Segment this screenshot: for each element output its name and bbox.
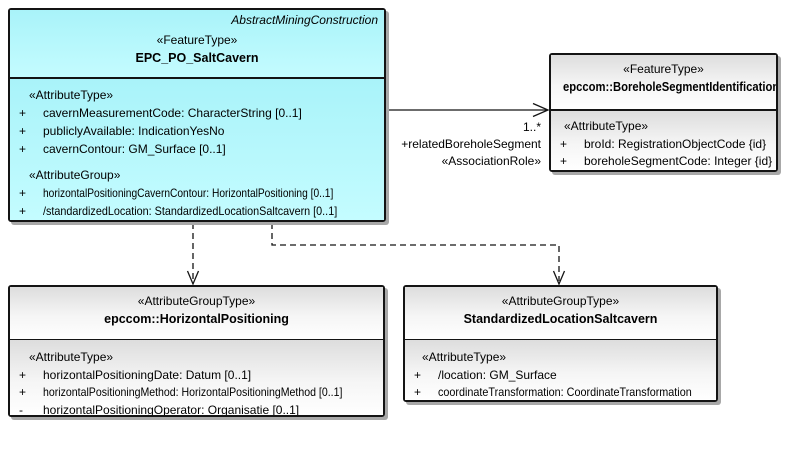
attribute-row: + /standardizedLocation: StandardizedLoc…	[10, 202, 384, 220]
attribute-text: /location: GM_Surface	[438, 367, 557, 382]
open-arrowhead-icon	[186, 270, 200, 286]
visibility-marker: +	[560, 154, 568, 168]
dependency-connector-horizontal-positioning[interactable]	[186, 223, 200, 286]
attribute-row: + coordinateTransformation: CoordinateTr…	[405, 384, 716, 400]
attribute-text: horizontalPositioningDate: Datum [0..1]	[43, 367, 252, 382]
association-stereotype-label: «AssociationRole»	[441, 154, 541, 168]
stereotype-label: «AttributeGroupType»	[501, 294, 620, 308]
attribute-row: + cavernContour: GM_Surface [0..1]	[10, 140, 384, 158]
attribute-row: + horizontalPositioningCavernContour: Ho…	[10, 184, 384, 202]
attribute-text: cavernMeasurementCode: CharacterString […	[43, 106, 302, 120]
attributes-compartment: «AttributeType» + cavernMeasurementCode:…	[10, 77, 384, 220]
attribute-type-section-label: «AttributeType»	[564, 119, 649, 133]
attribute-text: horizontalPositioningCavernContour: Hori…	[43, 186, 334, 200]
attributes-compartment: «AttributeType» + /location: GM_Surface …	[405, 339, 716, 400]
visibility-marker: +	[414, 385, 422, 399]
attribute-row: + /location: GM_Surface	[405, 367, 716, 385]
attribute-row: - horizontalPositioningOperator: Organis…	[10, 402, 383, 416]
visibility-marker: +	[19, 367, 27, 382]
open-arrowhead-icon	[532, 102, 550, 118]
stereotype-label: «FeatureType»	[156, 33, 238, 47]
visibility-marker: +	[19, 124, 27, 138]
attribute-row: + horizontalPositioningMethod: Horizonta…	[10, 384, 383, 402]
attribute-row: + horizontalPositioningDate: Datum [0..1…	[10, 367, 383, 385]
class-name: epccom::HorizontalPositioning	[104, 312, 289, 326]
class-header: «AttributeGroupType» epccom::HorizontalP…	[10, 287, 383, 339]
class-name: EPC_PO_SaltCavern	[135, 51, 259, 65]
attributes-compartment: «AttributeType» + horizontalPositioningD…	[10, 339, 383, 415]
dependency-connector-standardized-location[interactable]	[271, 223, 566, 286]
class-name: epccom::BoreholeSegmentIdentification	[563, 80, 776, 94]
visibility-marker: +	[19, 106, 27, 120]
attribute-group-section-label: «AttributeGroup»	[29, 168, 121, 182]
role-name-label: +relatedBoreholeSegment	[401, 137, 541, 151]
attribute-text: horizontalPositioningMethod: HorizontalP…	[43, 385, 343, 399]
attribute-text: horizontalPositioningOperator: Organisat…	[43, 402, 300, 416]
parent-class-label: AbstractMiningConstruction	[231, 13, 378, 27]
attribute-type-section-label: «AttributeType»	[29, 350, 114, 364]
class-header: «FeatureType» epccom::BoreholeSegmentIde…	[551, 55, 776, 109]
open-arrowhead-icon	[552, 270, 566, 286]
association-labels: 1..* +relatedBoreholeSegment «Associatio…	[401, 119, 541, 170]
attribute-text: coordinateTransformation: CoordinateTran…	[438, 385, 692, 399]
attribute-text: cavernContour: GM_Surface [0..1]	[43, 142, 226, 156]
attributes-compartment: «AttributeType» + broId: RegistrationObj…	[551, 109, 776, 170]
visibility-marker: -	[19, 402, 23, 416]
class-borehole-segment-identification[interactable]: «FeatureType» epccom::BoreholeSegmentIde…	[549, 53, 778, 172]
class-epc-po-saltcavern[interactable]: AbstractMiningConstruction «FeatureType»…	[8, 8, 386, 222]
visibility-marker: +	[414, 367, 422, 382]
class-standardized-location-saltcavern[interactable]: «AttributeGroupType» StandardizedLocatio…	[403, 285, 718, 402]
attribute-text: boreholeSegmentCode: Integer {id}	[584, 154, 773, 168]
visibility-marker: +	[19, 385, 27, 399]
visibility-marker: +	[19, 204, 27, 218]
visibility-marker: +	[560, 136, 568, 151]
attribute-text: publiclyAvailable: IndicationYesNo	[43, 124, 225, 138]
attribute-text: /standardizedLocation: StandardizedLocat…	[43, 204, 338, 218]
class-horizontal-positioning[interactable]: «AttributeGroupType» epccom::HorizontalP…	[8, 285, 385, 417]
attribute-row: + cavernMeasurementCode: CharacterString…	[10, 104, 384, 122]
class-name: StandardizedLocationSaltcavern	[463, 312, 658, 326]
class-header: «AttributeGroupType» StandardizedLocatio…	[405, 287, 716, 339]
class-header: AbstractMiningConstruction «FeatureType»…	[10, 10, 384, 77]
attribute-row: + broId: RegistrationObjectCode {id}	[551, 136, 776, 154]
visibility-marker: +	[19, 186, 27, 200]
multiplicity-label: 1..*	[522, 120, 541, 134]
attribute-type-section-label: «AttributeType»	[29, 88, 114, 102]
association-connector-related-borehole-segment[interactable]	[386, 102, 550, 118]
attribute-type-section-label: «AttributeType»	[422, 350, 507, 364]
attribute-row: + boreholeSegmentCode: Integer {id}	[551, 153, 776, 170]
visibility-marker: +	[19, 142, 27, 156]
attribute-row: + publiclyAvailable: IndicationYesNo	[10, 122, 384, 140]
stereotype-label: «FeatureType»	[623, 62, 704, 76]
attribute-text: broId: RegistrationObjectCode {id}	[584, 136, 767, 151]
stereotype-label: «AttributeGroupType»	[137, 294, 256, 308]
